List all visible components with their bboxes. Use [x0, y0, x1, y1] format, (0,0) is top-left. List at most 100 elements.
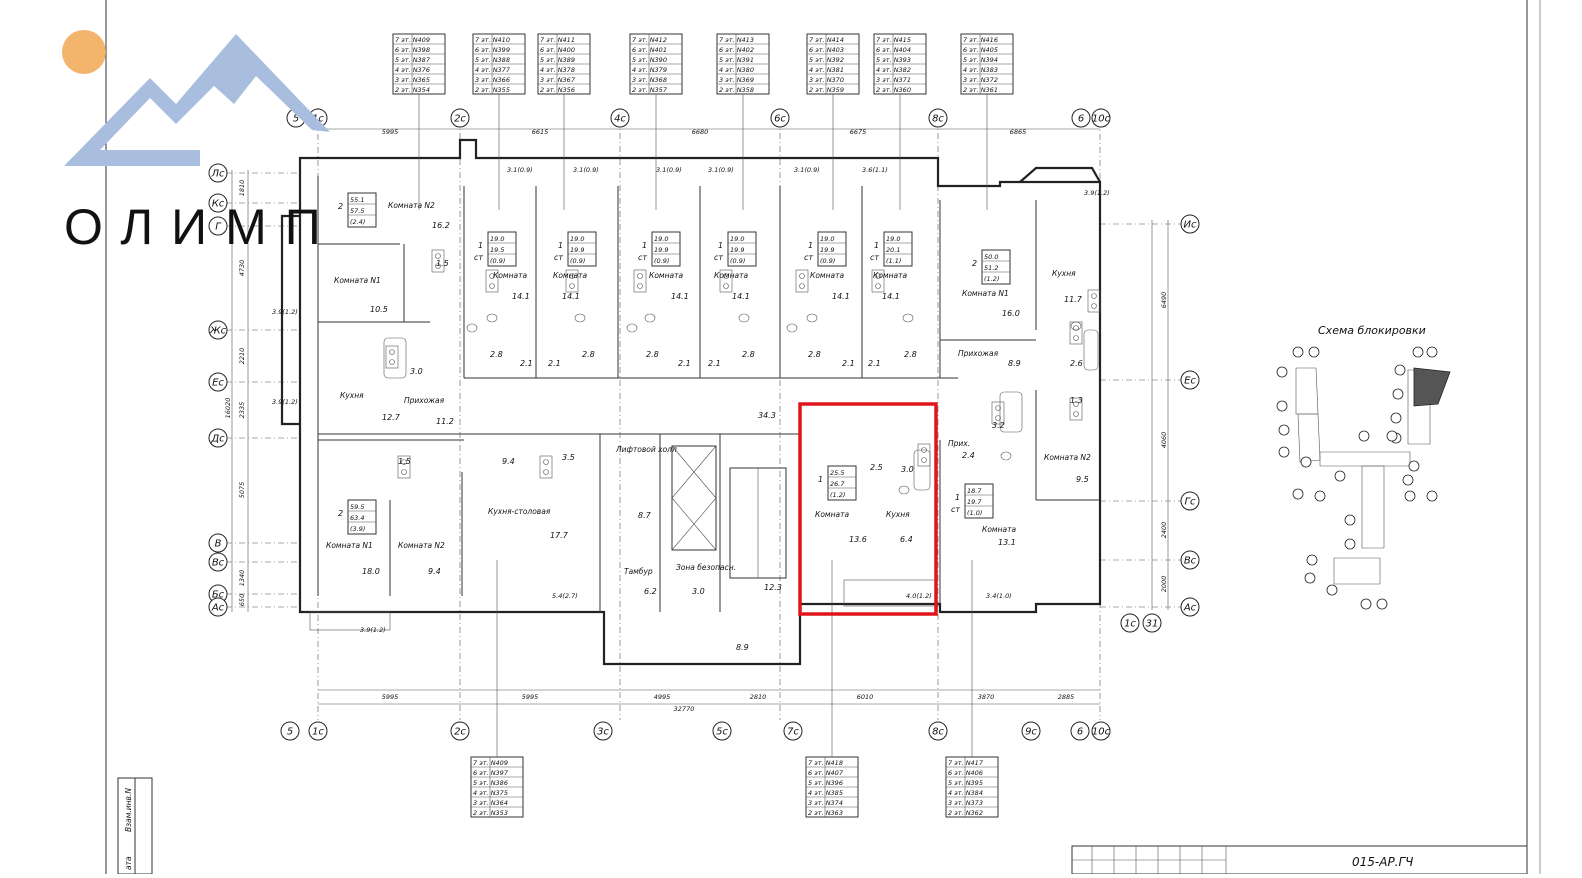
- inset-axis-circle: [1306, 554, 1318, 566]
- apartment-area-value: 26.7: [830, 480, 845, 488]
- axis-circle: [1071, 108, 1091, 128]
- axis-label: 9с: [1025, 727, 1037, 738]
- dimension-left: 5075: [238, 482, 246, 499]
- legend-cell: 2 эт. N355: [475, 86, 510, 94]
- axis-label: 4с: [614, 114, 626, 125]
- apartment-area-value: (1.0): [967, 509, 982, 517]
- bathtub-icon: [383, 337, 407, 379]
- legend-cell: 3 эт. N369: [719, 76, 754, 84]
- axis-circle: [712, 721, 732, 741]
- legend-cell: 6 эт. N404: [876, 46, 911, 54]
- legend-cell: 6 эт. N397: [473, 769, 509, 777]
- legend-cell: 2 эт. N358: [719, 86, 754, 94]
- dimension-right: 2400: [1160, 522, 1168, 539]
- room-area: 6.2: [644, 587, 657, 596]
- inset-axis-circle: [1402, 474, 1414, 486]
- logo-mountain-icon: [64, 34, 330, 166]
- apartment-type-label: ст: [638, 253, 647, 262]
- stove-icon: [1069, 397, 1083, 421]
- dimension-left: 1810: [238, 180, 246, 197]
- apartment-info-box: 255.157.5(2.4): [338, 192, 377, 228]
- burner-icon: [995, 405, 1001, 411]
- room-label: Комната: [649, 271, 683, 280]
- apartment-area-frame: [883, 231, 913, 267]
- room-label: Комната: [873, 271, 907, 280]
- axis-right: Ис: [1180, 214, 1200, 234]
- inset-axis-circle: [1276, 366, 1288, 378]
- axis-bottom: 5с: [712, 721, 732, 741]
- axis-right: Ас: [1180, 597, 1200, 617]
- inset-axis-circle: [1394, 364, 1406, 376]
- stove-icon: [397, 455, 411, 479]
- apartment-rooms-count: 1: [818, 475, 823, 484]
- axis-label: Вс: [212, 558, 225, 569]
- room-area: 2.8: [646, 350, 659, 359]
- axis-label: 10с: [1092, 114, 1111, 125]
- inset-axis-circle: [1308, 346, 1320, 358]
- apartment-area-value: (1.2): [984, 275, 999, 283]
- legend-cell: 6 эт. N403: [809, 46, 844, 54]
- axis-circle: [450, 108, 470, 128]
- axis-label: Ас: [211, 603, 225, 614]
- apartment-area-frame: [487, 231, 517, 267]
- stove-icon: [633, 269, 647, 293]
- axis-top: 6с: [770, 108, 790, 128]
- apartment-type-label: ст: [951, 505, 960, 514]
- legend-cell: 5 эт. N386: [473, 779, 508, 787]
- legend-cell: 2 эт. N353: [473, 809, 508, 817]
- apartment-area-value: 19.0: [490, 235, 504, 243]
- burner-icon: [569, 283, 575, 289]
- burner-icon: [1073, 325, 1079, 331]
- inset-axis-circle: [1412, 346, 1424, 358]
- inset-axis-circle: [1278, 446, 1290, 458]
- legend-cell: 3 эт. N371: [876, 76, 911, 84]
- axis-left: Лс: [208, 163, 228, 183]
- axis-bottom: 9с: [1021, 721, 1041, 741]
- apartment-info-boxes: 255.157.5(2.4)1ст19.019.5(0.9)1ст19.019.…: [338, 192, 1011, 535]
- axis-left: Дс: [208, 428, 228, 448]
- legend-cell: 7 эт. N415: [876, 36, 911, 44]
- axis-top: 2с: [450, 108, 470, 128]
- dimension-top: 5995: [382, 128, 399, 136]
- legend-cell: 3 эт. N367: [540, 76, 576, 84]
- room-area: 8.9: [1008, 359, 1021, 368]
- burner-icon: [637, 273, 643, 279]
- apartment-type-label: ст: [554, 253, 563, 262]
- inset-block: [1333, 557, 1381, 585]
- axis-label: 10с: [1092, 727, 1111, 738]
- apartment-area-value: (1.2): [830, 491, 845, 499]
- room-area: 2.8: [582, 350, 595, 359]
- apartment-area-value: 18.7: [967, 487, 982, 495]
- legend-cell: 7 эт. N413: [719, 36, 754, 44]
- dimension-left: 16020: [224, 398, 232, 419]
- room-area: 13.1: [998, 538, 1016, 547]
- room-label: Прихожая: [958, 349, 999, 358]
- balcony-labels: 3.1(0.9) 3.1(0.9) 3.1(0.9) 3.1(0.9) 3.1(…: [272, 166, 1110, 634]
- room-label: Кухня: [1052, 269, 1076, 278]
- room-area: 2.1: [842, 359, 855, 368]
- apartment-rooms-count: 1: [558, 241, 563, 250]
- balcony-area: 3.1(0.9): [573, 166, 599, 174]
- toilet-icon: [806, 313, 818, 323]
- axis-circle: [208, 216, 228, 236]
- axis-circle: [1180, 597, 1200, 617]
- room-area: 3.2: [992, 421, 1005, 430]
- apartment-area-value: 63.4: [350, 514, 364, 522]
- legend-cell: 2 эт. N356: [540, 86, 575, 94]
- room-area: 1.5: [398, 457, 411, 466]
- axis-circle: [1091, 721, 1111, 741]
- axis-label: 31: [1146, 619, 1159, 630]
- burner-icon: [401, 469, 407, 475]
- axis-circle: [1021, 721, 1041, 741]
- dimension-left: 4730: [238, 260, 246, 277]
- axis-left: Г: [208, 216, 228, 236]
- axis-circle: [208, 163, 228, 183]
- burner-icon: [637, 283, 643, 289]
